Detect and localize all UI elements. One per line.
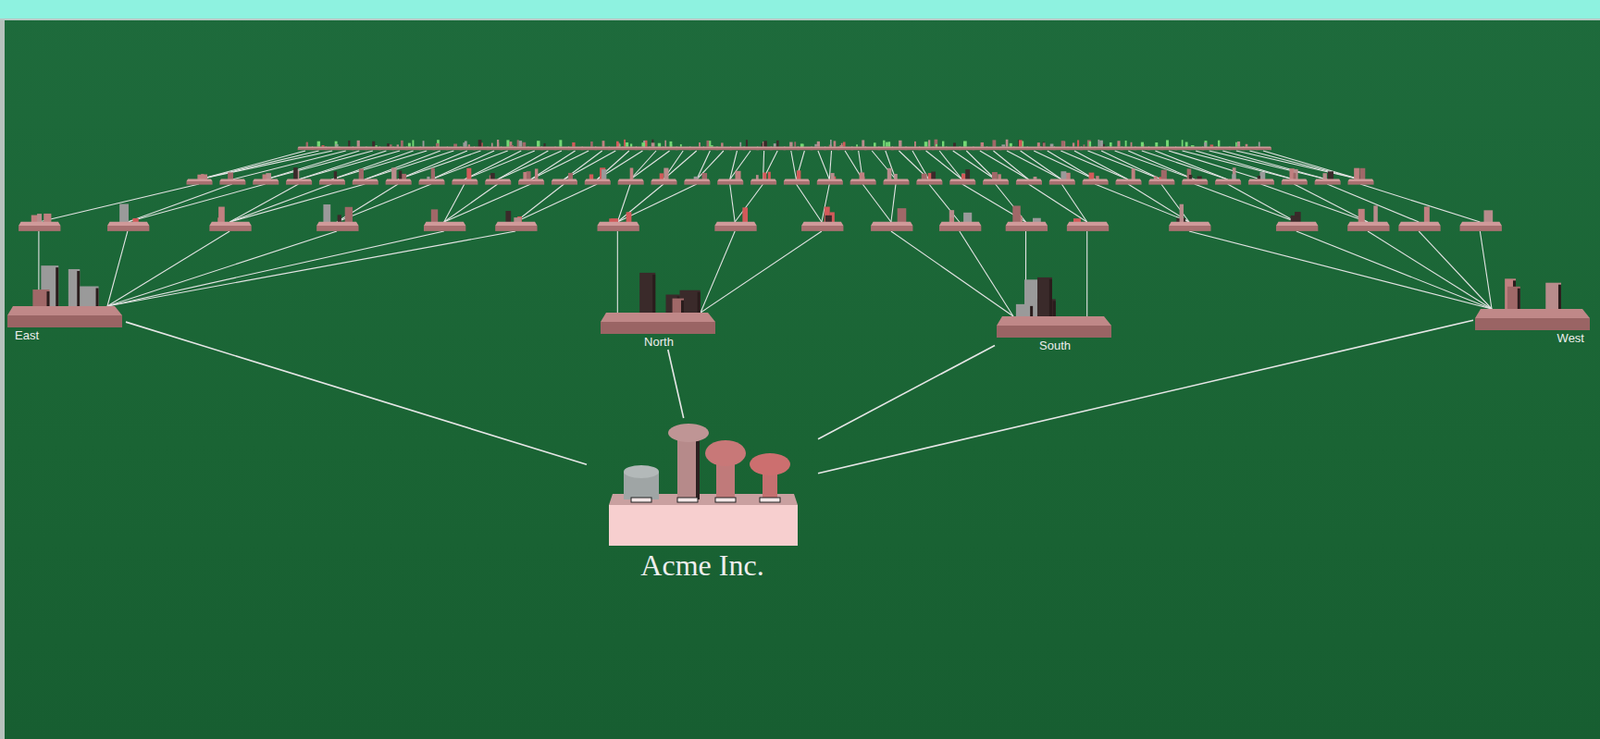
small-building — [817, 173, 844, 186]
small-building — [949, 169, 976, 186]
small-building — [1347, 205, 1390, 232]
small-building — [870, 208, 913, 232]
small-building — [1049, 171, 1076, 185]
small-building — [596, 211, 639, 232]
building-icon — [1473, 266, 1594, 332]
small-building — [1005, 205, 1048, 231]
small-building — [316, 204, 359, 232]
region-building: West — [1473, 266, 1594, 347]
small-building — [1168, 204, 1211, 232]
region-building: South — [994, 273, 1116, 354]
small-building — [484, 173, 511, 186]
small-building — [1398, 206, 1440, 232]
small-building — [650, 168, 677, 186]
small-building — [1082, 173, 1109, 186]
small-building — [107, 203, 149, 231]
small-building — [18, 213, 61, 232]
small-building — [750, 172, 777, 186]
building-icon — [598, 270, 720, 335]
small-building — [551, 173, 578, 186]
window-title-bar — [0, 0, 1600, 21]
small-building — [1314, 171, 1341, 185]
small-building — [1248, 172, 1275, 186]
company-name: Acme Inc. — [586, 547, 819, 583]
small-building — [423, 209, 466, 232]
building-icon — [5, 263, 126, 329]
small-building — [451, 168, 478, 186]
tree-link — [818, 345, 995, 439]
small-building — [1460, 210, 1502, 232]
small-building — [1016, 176, 1042, 186]
small-building — [385, 167, 412, 185]
small-building — [1255, 141, 1272, 150]
small-building — [1347, 168, 1374, 186]
window-frame — [0, 20, 5, 739]
building-icon — [994, 273, 1116, 339]
small-building — [285, 167, 312, 185]
small-building — [1115, 168, 1142, 185]
tree-link — [668, 349, 684, 419]
small-building — [1148, 170, 1175, 186]
small-building — [1066, 218, 1109, 232]
small-building — [252, 173, 279, 186]
small-building — [219, 172, 246, 185]
small-building — [1276, 211, 1318, 232]
region-building: North — [598, 270, 720, 350]
small-building — [1281, 168, 1308, 185]
building-icon — [586, 418, 819, 548]
region-name: South — [994, 338, 1116, 354]
small-building — [939, 210, 981, 232]
tree-link — [818, 320, 1474, 474]
small-building — [518, 168, 545, 185]
company-building: Acme Inc. — [586, 418, 819, 583]
region-name: East — [5, 328, 126, 344]
small-building — [850, 172, 877, 185]
small-building — [319, 171, 346, 185]
small-building — [618, 168, 645, 186]
small-building — [882, 168, 909, 186]
small-building — [714, 207, 757, 232]
small-building — [209, 207, 251, 232]
small-building — [783, 170, 810, 185]
small-building — [916, 172, 943, 186]
small-building — [982, 172, 1009, 186]
small-building — [801, 207, 844, 232]
small-building — [186, 173, 212, 185]
region-name: West — [1473, 331, 1594, 347]
small-building — [418, 168, 445, 186]
branch-lines — [38, 150, 1492, 317]
small-building — [717, 171, 744, 186]
small-building — [584, 167, 611, 185]
region-name: North — [598, 334, 720, 350]
small-building — [1215, 167, 1241, 185]
small-building — [352, 168, 379, 185]
small-building — [495, 210, 537, 232]
small-building — [1181, 168, 1208, 185]
small-building — [683, 173, 710, 186]
region-building: East — [5, 263, 126, 344]
tree-link — [125, 322, 587, 465]
